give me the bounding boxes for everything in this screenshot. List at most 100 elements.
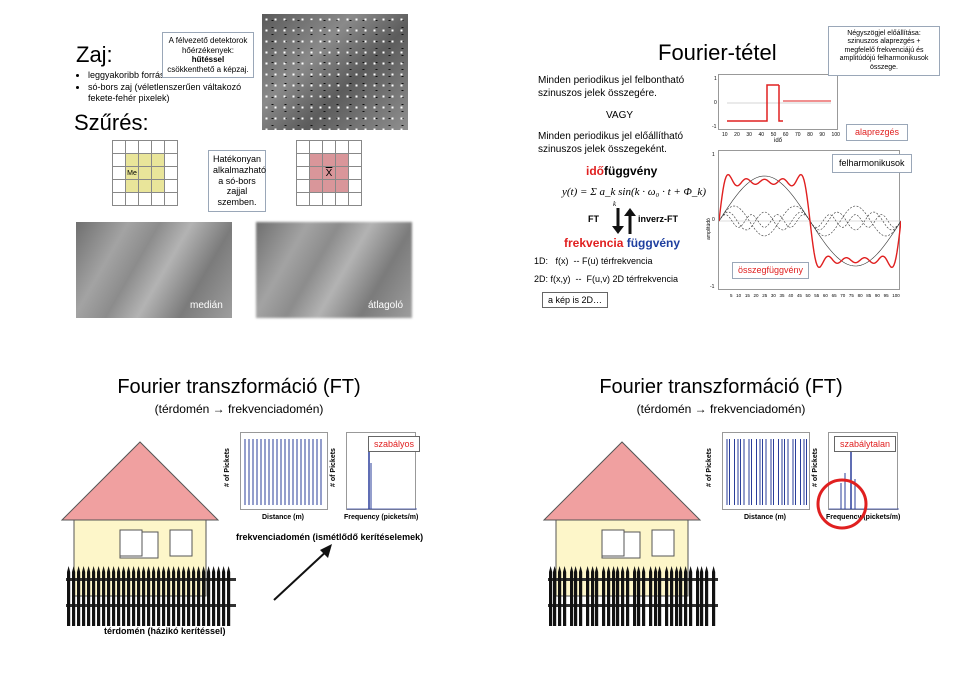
title-noise: Zaj: xyxy=(76,42,113,67)
fence-picket xyxy=(132,566,136,626)
ft-label: FT xyxy=(588,214,599,224)
callout-text: Hatékonyan alkalmazható a só-bors zajjal… xyxy=(213,154,267,208)
title-fourier: Fourier-tétel xyxy=(658,40,777,65)
bullet-item: leggyakoribb forrás: detektor xyxy=(88,70,258,82)
fence-picket xyxy=(591,566,595,626)
noisy-image xyxy=(262,14,408,130)
ylabel-left-2: # of Pickets xyxy=(705,448,713,487)
line-1d: 1D: f(x) -- F(u) térfrekvencia xyxy=(534,256,653,266)
label-regular: szabályos xyxy=(368,436,421,452)
grid2-center-label: X xyxy=(325,167,333,179)
median-filtered-image xyxy=(76,222,232,318)
fence-picket xyxy=(87,566,91,626)
plot-top-xticks: 10 20 30 40 50 60 70 80 90 100 xyxy=(722,132,840,138)
xtick: 100 xyxy=(892,293,900,298)
xtick: 25 xyxy=(762,293,768,298)
xlabel-left-2: Distance (m) xyxy=(744,514,787,521)
xtick: 15 xyxy=(744,293,750,298)
xtick: 55 xyxy=(814,293,820,298)
fence-picket xyxy=(549,566,553,626)
xtick: 90 xyxy=(874,293,880,298)
xlabel-right: Frequency (pickets/m) xyxy=(344,514,419,521)
fence-picket xyxy=(112,566,116,626)
average-grid: X xyxy=(296,140,362,206)
bullet-item: só-bors zaj (véletlenszerűen váltakozó f… xyxy=(88,82,258,105)
fence-rail xyxy=(66,604,236,607)
slide-noise-filtering: Zaj: leggyakoribb forrás: detektor só-bo… xyxy=(0,0,478,340)
xtick: 70 xyxy=(840,293,846,298)
fourier-vagy: VAGY xyxy=(606,110,634,121)
plot-top-ytick: -1 xyxy=(712,124,717,130)
fence-picket xyxy=(665,566,669,626)
callout-cooling: A félvezető detektorok hőérzékenyek: hűt… xyxy=(162,32,254,79)
harmonic-curve xyxy=(718,211,902,231)
house-door-right xyxy=(601,529,675,557)
xtick: 60 xyxy=(782,132,789,138)
label-fundamental: alaprezgés xyxy=(846,124,909,141)
time-word: idő xyxy=(586,164,604,178)
median-grid: Me xyxy=(112,140,178,206)
fence-picket xyxy=(97,566,101,626)
fence-picket xyxy=(658,566,662,626)
fence-picket xyxy=(147,566,151,626)
xtick: 75 xyxy=(848,293,854,298)
plot-bottom-ylabel: amplitúdó xyxy=(705,218,712,240)
formula-sum-index: k xyxy=(613,200,617,208)
fence-picket xyxy=(177,566,181,626)
slide-fourier-theorem: Fourier-tétel Minden periodikus jel felb… xyxy=(482,0,960,340)
fence-picket xyxy=(705,566,709,626)
space-domain-label: térdomén (házikó kerítéssel) xyxy=(104,626,226,636)
fence-picket xyxy=(626,566,630,626)
fence-picket xyxy=(607,566,611,626)
fence-picket xyxy=(77,566,81,626)
fence-picket xyxy=(117,566,121,626)
fence-picket xyxy=(679,566,683,626)
slide-ft-regular: Fourier transzformáció (FT) (térdomén → … xyxy=(0,344,478,684)
xtick: 80 xyxy=(857,293,863,298)
function-word-blue: függvény xyxy=(626,236,681,250)
fence-picket xyxy=(142,566,146,626)
label-harmonics: felharmonikusok xyxy=(832,154,912,173)
xtick: 20 xyxy=(734,132,740,138)
xtick: 10 xyxy=(736,293,742,298)
fence-picket xyxy=(595,566,599,626)
xtick: 20 xyxy=(753,293,759,298)
title-filter: Szűrés: xyxy=(74,110,149,135)
fence-picket xyxy=(574,566,578,626)
fence-picket xyxy=(633,566,637,626)
fence-picket xyxy=(649,566,653,626)
fence-picket xyxy=(553,566,557,626)
label-sum: összegfüggvény xyxy=(732,262,810,279)
fence-picket xyxy=(152,566,156,626)
fence-picket xyxy=(712,566,716,626)
xtick: 85 xyxy=(866,293,872,298)
fence-picket xyxy=(197,566,201,626)
freq-word: frekvencia xyxy=(564,236,624,250)
xtick: 65 xyxy=(831,293,837,298)
fence-picket xyxy=(621,566,625,626)
fence-picket xyxy=(127,566,131,626)
xtick: 5 xyxy=(730,293,733,298)
fence-signal-plot xyxy=(240,432,328,510)
fence-picket xyxy=(637,566,641,626)
fence-picket xyxy=(563,566,567,626)
fence-picket xyxy=(675,566,679,626)
average-filtered-image xyxy=(256,222,412,318)
plot-top-ytick: 0 xyxy=(714,100,717,106)
subtitle-ft-2: (térdomén → frekvenciadomén) xyxy=(636,402,806,416)
xtick: 10 xyxy=(722,132,728,138)
fence-picket xyxy=(570,566,574,626)
line-2d: 2D: f(x,y) -- F(u,v) 2D térfrekvencia xyxy=(534,274,679,284)
ylabel-right: # of Pickets xyxy=(329,448,337,487)
callout-square-wave: Négyszögjel előállítása: szinuszos alapr… xyxy=(828,26,940,76)
fence-picket xyxy=(684,566,688,626)
fence-picket xyxy=(122,566,126,626)
fence-picket xyxy=(82,566,86,626)
plot-bottom-ytick: 0 xyxy=(712,217,715,223)
fence-picket xyxy=(612,566,616,626)
title-ft: Fourier transzformáció (FT) xyxy=(117,376,361,398)
fence-picket xyxy=(187,566,191,626)
fence-picket xyxy=(72,566,76,626)
fence-picket xyxy=(217,566,221,626)
